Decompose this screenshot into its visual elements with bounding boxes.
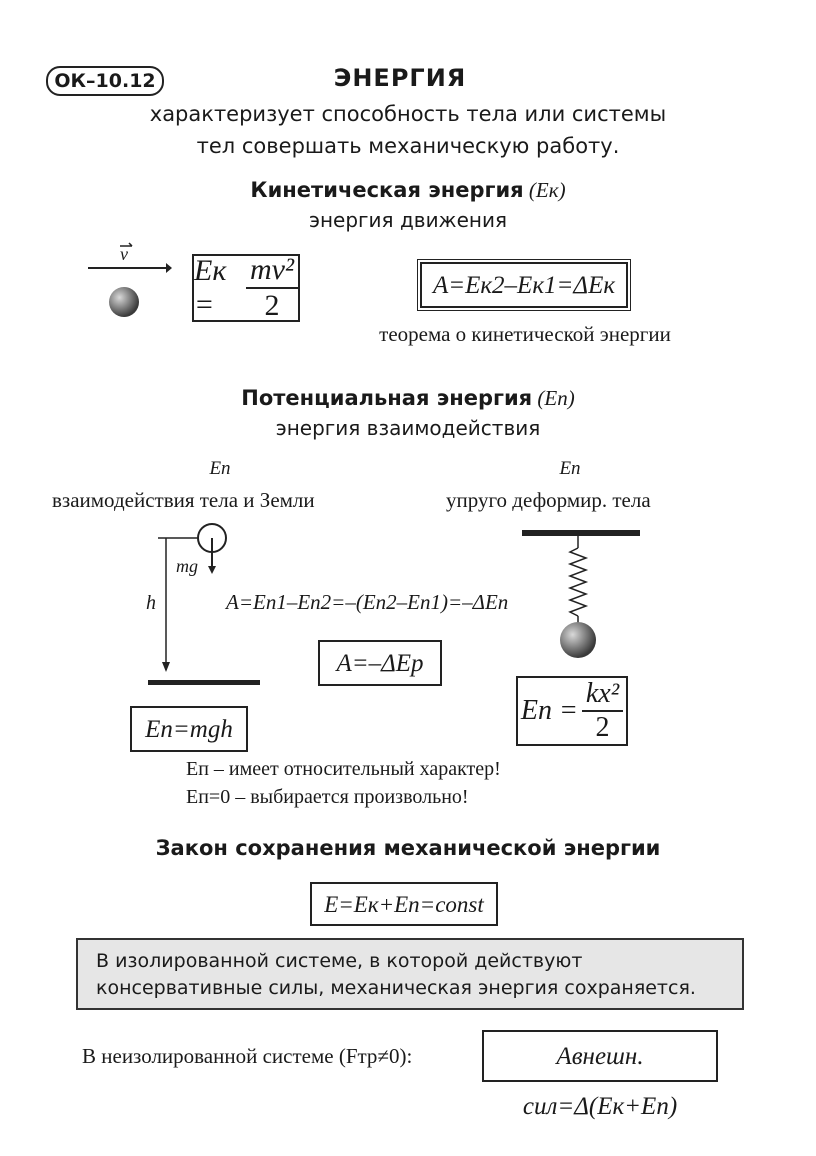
spring-potential-formula: Eп = kx² 2 [516,676,628,746]
spring-formula-numerator: kx² [581,680,624,712]
left-potential-label: взаимодействия тела и Земли [52,488,315,512]
potential-note-2: Eп=0 – выбирается произвольно! [186,786,469,808]
kinetic-theorem-formula: A=Eк2–Eк1=ΔEк [417,259,631,311]
spring-formula-left: Eп = [520,695,578,726]
potential-description: энергия взаимодействия [275,416,541,440]
conservation-statement-line-1: В изолированной системе, в которой дейст… [96,950,583,972]
kinetic-heading: Кинетическая энергия (Eк) [150,178,666,203]
doc-code-badge: ОК–10.12 [46,66,164,96]
spring-diagram [522,530,640,658]
nonisolated-text: В неизолированной системе (Fтр≠0): [82,1044,413,1068]
kinetic-formula-left: Eк = [194,254,227,321]
kinetic-energy-formula: Eк = mv² 2 [192,254,300,322]
potential-heading-text: Потенциальная энергия [241,386,533,410]
ball-icon [109,287,139,317]
gravity-potential-formula: Eп=mgh [130,706,248,752]
mg-label: mg [176,556,198,576]
potential-work-formula: A=Eп1–Eп2=–(Eп2–Eп1)=–ΔEп [226,590,509,614]
kinetic-formula-numerator: mv² [246,255,298,289]
potential-symbol: (Eп) [537,386,575,410]
velocity-arrow-icon [88,242,172,273]
conservation-statement-line-2: консервативные силы, механическая энерги… [96,977,696,999]
conservation-heading: Закон сохранения механической энергии [155,836,661,860]
potential-heading: Потенциальная энергия (Eп) [150,386,666,411]
kinetic-formula-denominator: 2 [264,289,280,322]
conservation-formula: E=Eк+Eп=const [310,882,498,926]
kinetic-symbol: (Eк) [528,178,566,202]
right-potential-label: упруго деформир. тела [446,488,651,512]
kinetic-description: энергия движения [309,208,507,232]
subtitle-line-2: тел совершать механическую работу. [196,134,620,158]
spring-formula-denominator: 2 [595,712,610,743]
subtitle-line-1: характеризует способность тела или систе… [149,102,667,126]
page-title: ЭНЕРГИЯ [333,64,467,92]
velocity-label: v [120,244,128,264]
height-label: h [146,592,156,614]
right-potential-symbol: Eп [559,458,581,479]
nonisolated-formula: Aвнешн. сил=Δ(Eк+Eп) [482,1030,718,1120]
potential-work-box: A=–ΔEp [318,640,442,686]
kinetic-theorem-caption: теорема о кинетической энергии [379,322,671,346]
gravity-diagram [148,523,260,685]
kinetic-heading-text: Кинетическая энергия [250,178,524,202]
left-potential-symbol: Eп [209,458,231,479]
conservation-statement-box: В изолированной системе, в которой дейст… [76,938,744,1010]
potential-note-1: Eп – имеет относительный характер! [186,758,501,780]
